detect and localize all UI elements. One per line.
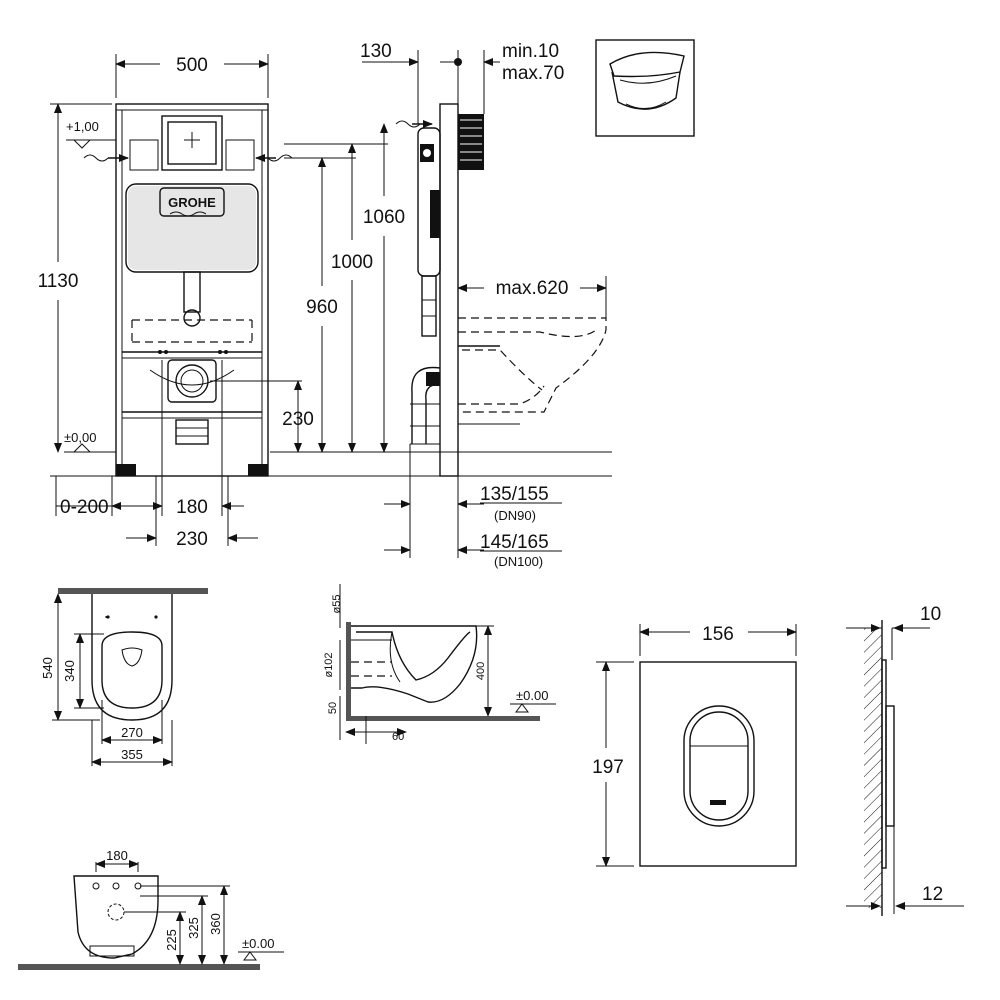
dim-325: 325	[186, 917, 201, 939]
dim-270: 270	[121, 725, 143, 740]
dim-355: 355	[121, 747, 143, 762]
dim-540: 540	[40, 657, 55, 679]
dim-0-200: 0-200	[60, 497, 109, 518]
frame-foot-right	[248, 464, 268, 476]
frame-foot-left	[116, 464, 136, 476]
bowl-profile-dashed	[458, 317, 607, 413]
dim-d102: ø102	[323, 652, 335, 677]
dim-max-620: max.620	[496, 278, 569, 299]
flush-plate	[639, 661, 797, 867]
dim-230-width: 230	[176, 529, 208, 550]
side-wall	[439, 103, 459, 477]
side-zero-level: ±0.00	[516, 688, 548, 703]
flush-plate-side: 10 12	[846, 604, 964, 916]
dim-130: 130	[360, 41, 392, 62]
frame-front-view: GROHE	[38, 54, 612, 550]
dim-340: 340	[62, 660, 77, 682]
side-min: min.10	[502, 41, 559, 62]
dim-225: 225	[164, 929, 179, 951]
actuation-ribs	[458, 114, 484, 170]
dim-50: 50	[327, 702, 339, 714]
product-thumbnail	[595, 39, 695, 137]
dim-1000: 1000	[331, 252, 373, 273]
dim-180: 180	[176, 497, 208, 518]
wall-reference-dot	[454, 58, 462, 66]
dn100-label: (DN100)	[494, 554, 543, 569]
rear-zero-level: ±0.00	[242, 936, 274, 951]
dim-1130: 1130	[38, 271, 79, 292]
bowl-rear-view: 180 225 325 360 ±0.00	[18, 848, 284, 970]
dim-180-rear: 180	[106, 848, 128, 863]
dim-1060: 1060	[363, 207, 405, 228]
thumbnail-frame	[595, 39, 695, 137]
bowl-side-section: ø55 ø102 50 400 60 ±0.00	[323, 584, 556, 744]
top-view-wall	[58, 588, 208, 594]
plate-side-hatch	[864, 628, 882, 908]
dim-10: 10	[920, 604, 941, 625]
dim-400: 400	[475, 662, 487, 680]
actuation-box	[161, 115, 223, 171]
side-section-wall	[346, 622, 351, 720]
dn90-label: (DN90)	[494, 508, 536, 523]
dim-500: 500	[176, 55, 208, 76]
bowl-section-outline	[351, 625, 478, 703]
dim-145-165: 145/165	[480, 532, 549, 553]
dim-230-height: 230	[282, 409, 314, 430]
bowl-rear-outline	[73, 875, 159, 959]
dim-960: 960	[306, 297, 338, 318]
flush-button-outer	[683, 705, 755, 827]
rear-view-floor	[18, 964, 260, 970]
side-max: max.70	[502, 63, 564, 84]
grohe-logo: GROHE	[168, 195, 216, 210]
dim-156: 156	[702, 624, 734, 645]
dim-d55: ø55	[331, 595, 343, 614]
bowl-top-outline	[91, 594, 173, 721]
level-top: +1,00	[66, 119, 99, 134]
dim-12: 12	[922, 884, 943, 905]
dim-360: 360	[208, 913, 223, 935]
dim-197: 197	[592, 757, 624, 778]
frame-side-view: max.620 130 min.10 max.70 135/155 (DN90)…	[360, 41, 607, 569]
side-section-floor	[346, 716, 540, 721]
flush-plate-front: 156 197	[592, 624, 797, 867]
bowl-top-view: 540 340 270 355	[40, 588, 208, 766]
level-zero: ±0,00	[64, 430, 96, 445]
dim-135-155: 135/155	[480, 484, 549, 505]
dim-60: 60	[392, 731, 404, 743]
